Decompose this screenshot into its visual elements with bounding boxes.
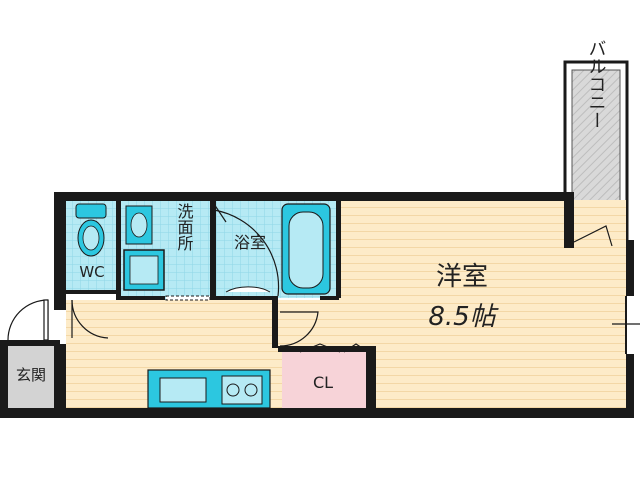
washbasin-icon [125,205,153,245]
washroom-sliding-door [165,295,211,301]
walls [0,192,634,418]
entrance-floor [6,346,60,412]
bathtub-icon [225,203,331,295]
balcony-label: バルコニー [586,39,607,129]
washing-machine-icon [123,249,165,291]
western-room-label: 洋室 [436,262,488,292]
closet-floor [282,352,368,408]
stove-icon [221,375,263,405]
wc-label: WC [79,263,104,281]
toilet-icon [75,203,107,257]
bath-label: 浴室 [234,233,266,252]
closet-label: CL [313,373,333,392]
door-swings [7,203,640,354]
western-room-size: 8.5帖 [428,302,499,332]
kitchen-sink-icon [159,377,207,403]
entrance-label: 玄関 [16,366,46,384]
western-room-floor [339,200,626,412]
kitchen-counter [147,369,271,409]
washroom-label: 洗面所 [175,203,194,251]
